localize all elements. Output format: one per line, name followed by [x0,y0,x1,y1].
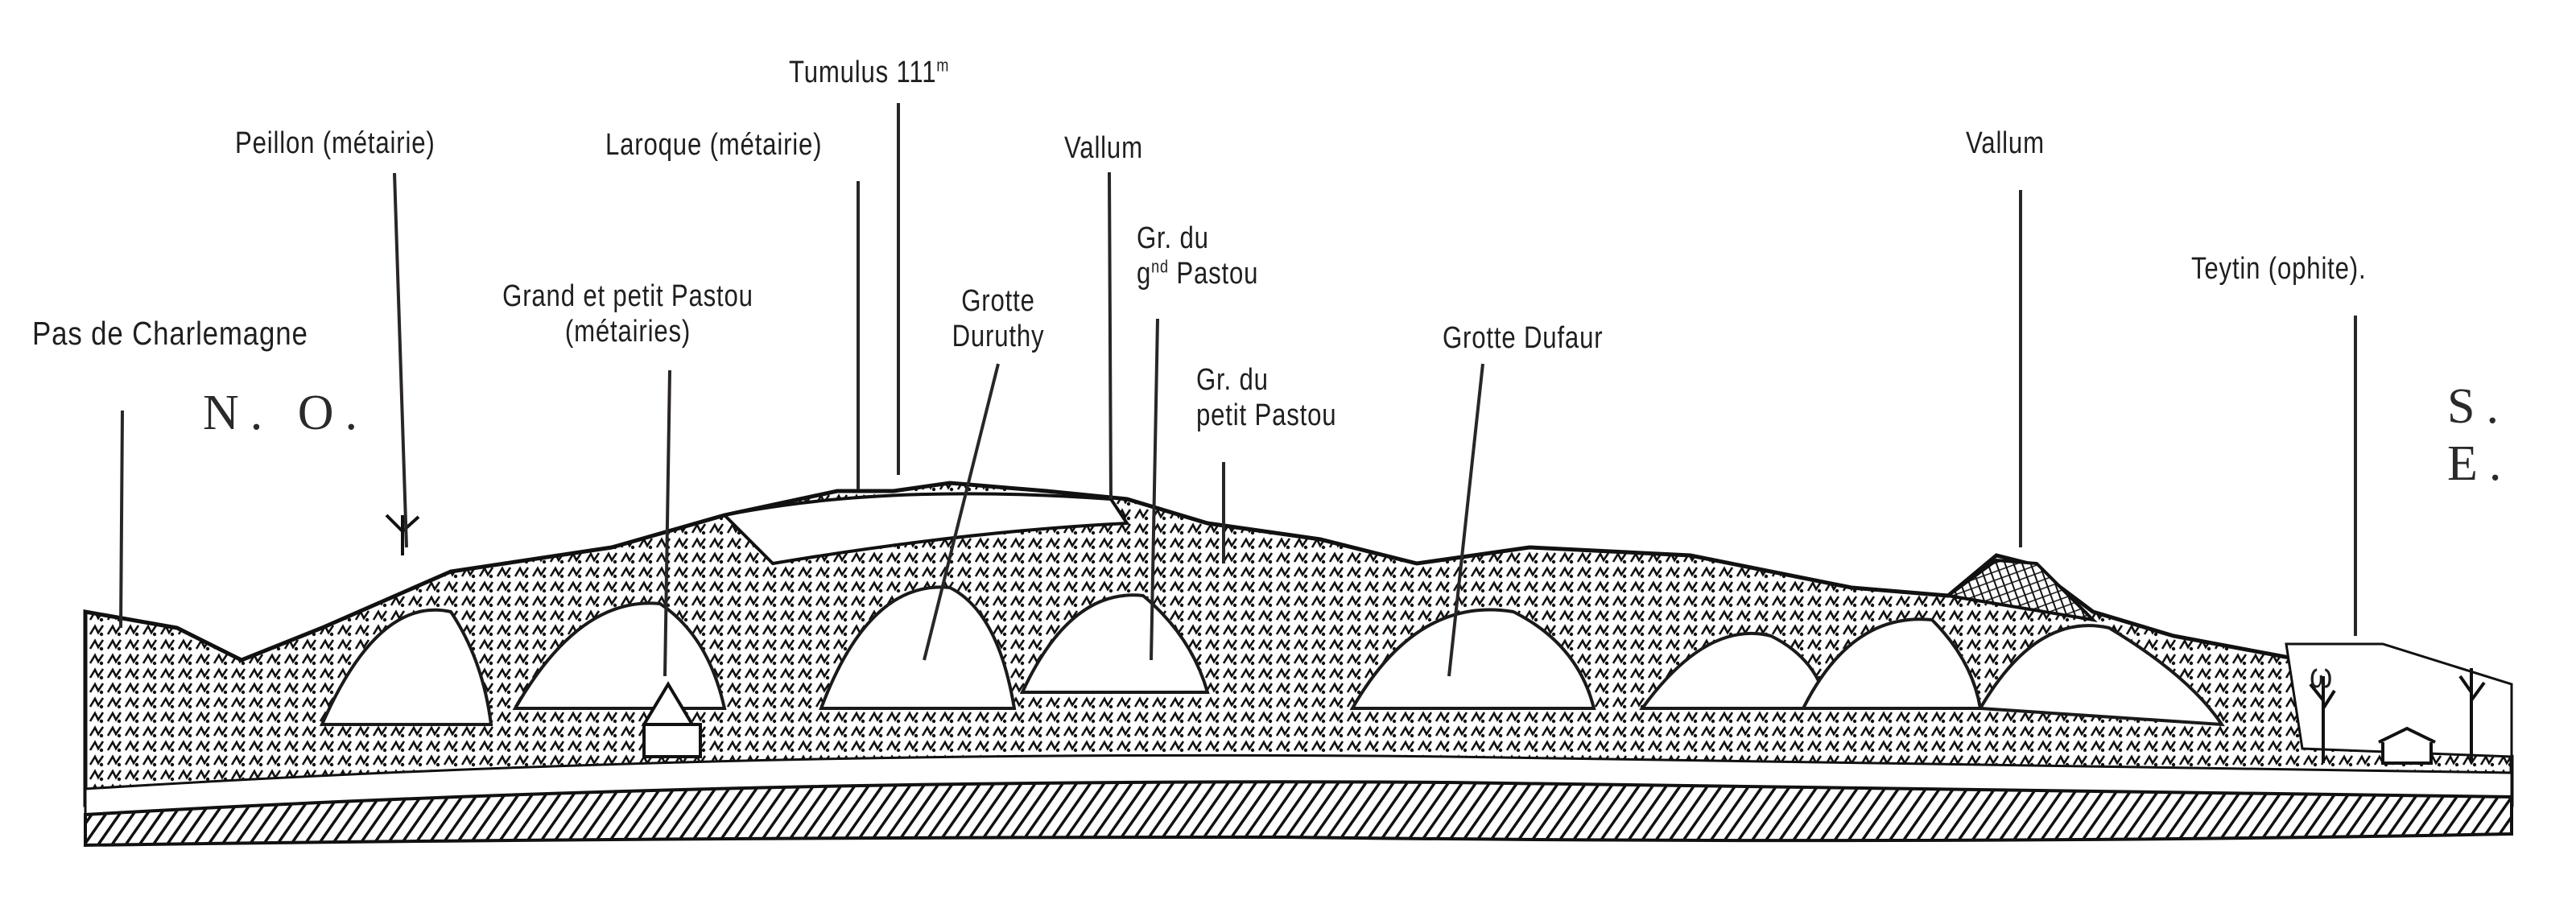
label-text: g [1137,257,1152,291]
label-line: Grand et petit Pastou [502,279,753,313]
leader-lines [119,103,2357,677]
label-line: Gr. du [1137,221,1209,255]
label-grand-petit-pastou: Grand et petit Pastou (métairies) [489,279,766,349]
label-text: Pastou [1168,257,1259,291]
rock-faces [319,585,2225,727]
label-line: petit Pastou [1196,398,1337,432]
label-grotte-petit-pastou: Gr. du petit Pastou [1196,362,1336,433]
leader-line-grotte-duruthy [923,363,1000,661]
ophite-symbol: ω [2310,656,2334,695]
trees-drawing [385,514,2486,763]
farmhouse-drawing [641,681,2436,765]
leader-line-peillon [393,172,408,548]
label-line: gnd Pastou [1137,256,1258,291]
label-teytin-ophite: Teytin (ophite). [2191,252,2367,286]
altitude-unit: m [936,55,950,76]
orientation-southeast: S. E. [2447,379,2513,491]
label-line: (métairies) [564,315,691,349]
label-line: Grotte [961,284,1035,318]
leader-line-pas-de-charlemagne [119,410,124,629]
label-vallum-east: Vallum [1966,126,2045,160]
label-grotte-dufaur: Grotte Dufaur [1443,321,1604,355]
label-pas-de-charlemagne: Pas de Charlemagne [32,315,308,352]
label-line: Gr. du [1196,363,1269,397]
label-grotte-duruthy: Grotte Duruthy [939,283,1058,354]
label-line: Duruthy [952,320,1045,353]
label-peillon-metairie: Peillon (métairie) [235,126,436,160]
label-text: Tumulus 111 [789,56,937,89]
leader-line-gr-grand-pastou [1150,318,1159,661]
label-tumulus: Tumulus 111m [789,55,949,90]
label-laroque-metairie: Laroque (métairie) [605,128,823,162]
label-grotte-grand-pastou: Gr. du gnd Pastou [1137,221,1258,291]
label-vallum-west: Vallum [1064,131,1143,165]
leader-line-grotte-dufaur [1447,363,1484,677]
leader-line-grand-petit-pastou [663,369,671,677]
orientation-northwest: N. O. [203,386,369,440]
leader-line-vallum-1 [1108,171,1113,500]
superscript: nd [1151,256,1169,277]
